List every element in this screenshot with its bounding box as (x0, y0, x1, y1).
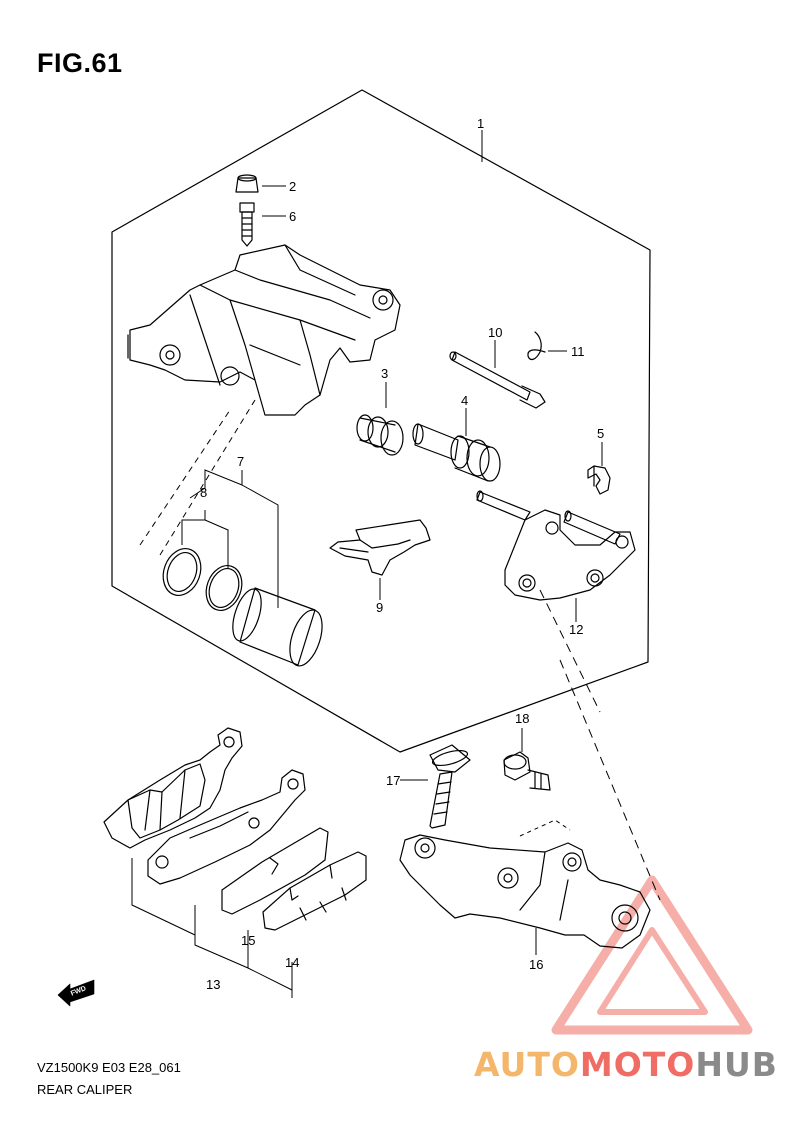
callout-11: 11 (571, 344, 585, 359)
piston-icon (232, 587, 323, 667)
watermark-part-3: HUB (695, 1045, 778, 1084)
callout-14: 14 (285, 955, 299, 970)
diagram-code: VZ1500K9 E03 E28_061 (37, 1060, 181, 1075)
callout-15: 15 (241, 933, 255, 948)
brake-pad-icon (103, 727, 243, 849)
watermark-part-2: MOTO (579, 1045, 696, 1084)
pad-shim-icon (221, 827, 329, 915)
callout-12: 12 (569, 622, 583, 637)
callout-5: 5 (597, 426, 604, 441)
piston-seal-icon (162, 548, 202, 596)
flange-bolt-icon (429, 744, 471, 829)
callout-4: 4 (461, 393, 468, 408)
callout-8: 8 (200, 485, 207, 500)
watermark-triangle-icon (551, 875, 753, 1035)
watermark-part-1: AUTO (474, 1045, 580, 1084)
pad-pin-clip-icon (527, 331, 546, 361)
callout-10: 10 (488, 325, 502, 340)
watermark-logo: AUTOMOTOHUB (474, 1045, 778, 1084)
pad-spring-plate-icon (329, 519, 431, 576)
callout-6: 6 (289, 209, 296, 224)
slide-pin-icon (412, 423, 501, 482)
callout-2: 2 (289, 179, 296, 194)
boot-icon (356, 414, 404, 456)
caliper-body-icon (127, 244, 401, 416)
callout-9: 9 (376, 600, 383, 615)
pad-spring-icon (587, 465, 611, 495)
caliper-holder-icon (399, 834, 651, 949)
pad-shim-icon (262, 851, 367, 931)
figure-title: FIG.61 (37, 48, 123, 78)
callout-18: 18 (515, 711, 529, 726)
bleeder-cap-icon (235, 174, 259, 193)
callout-17: 17 (386, 773, 400, 788)
brake-pad-icon (147, 769, 306, 885)
bleeder-valve-icon (239, 202, 255, 247)
dust-seal-icon (205, 565, 243, 611)
caliper-bracket-icon (476, 490, 636, 601)
callout-3: 3 (381, 366, 388, 381)
fwd-arrow-icon (57, 979, 95, 1007)
callout-1: 1 (477, 116, 484, 131)
diagram-name: REAR CALIPER (37, 1082, 133, 1097)
callout-7: 7 (237, 454, 244, 469)
callout-16: 16 (529, 957, 543, 972)
leader-lines (131, 130, 661, 998)
screw-icon (503, 751, 551, 791)
assembly-outline (111, 89, 651, 753)
pad-pin-icon (449, 351, 546, 409)
callout-13: 13 (206, 977, 220, 992)
